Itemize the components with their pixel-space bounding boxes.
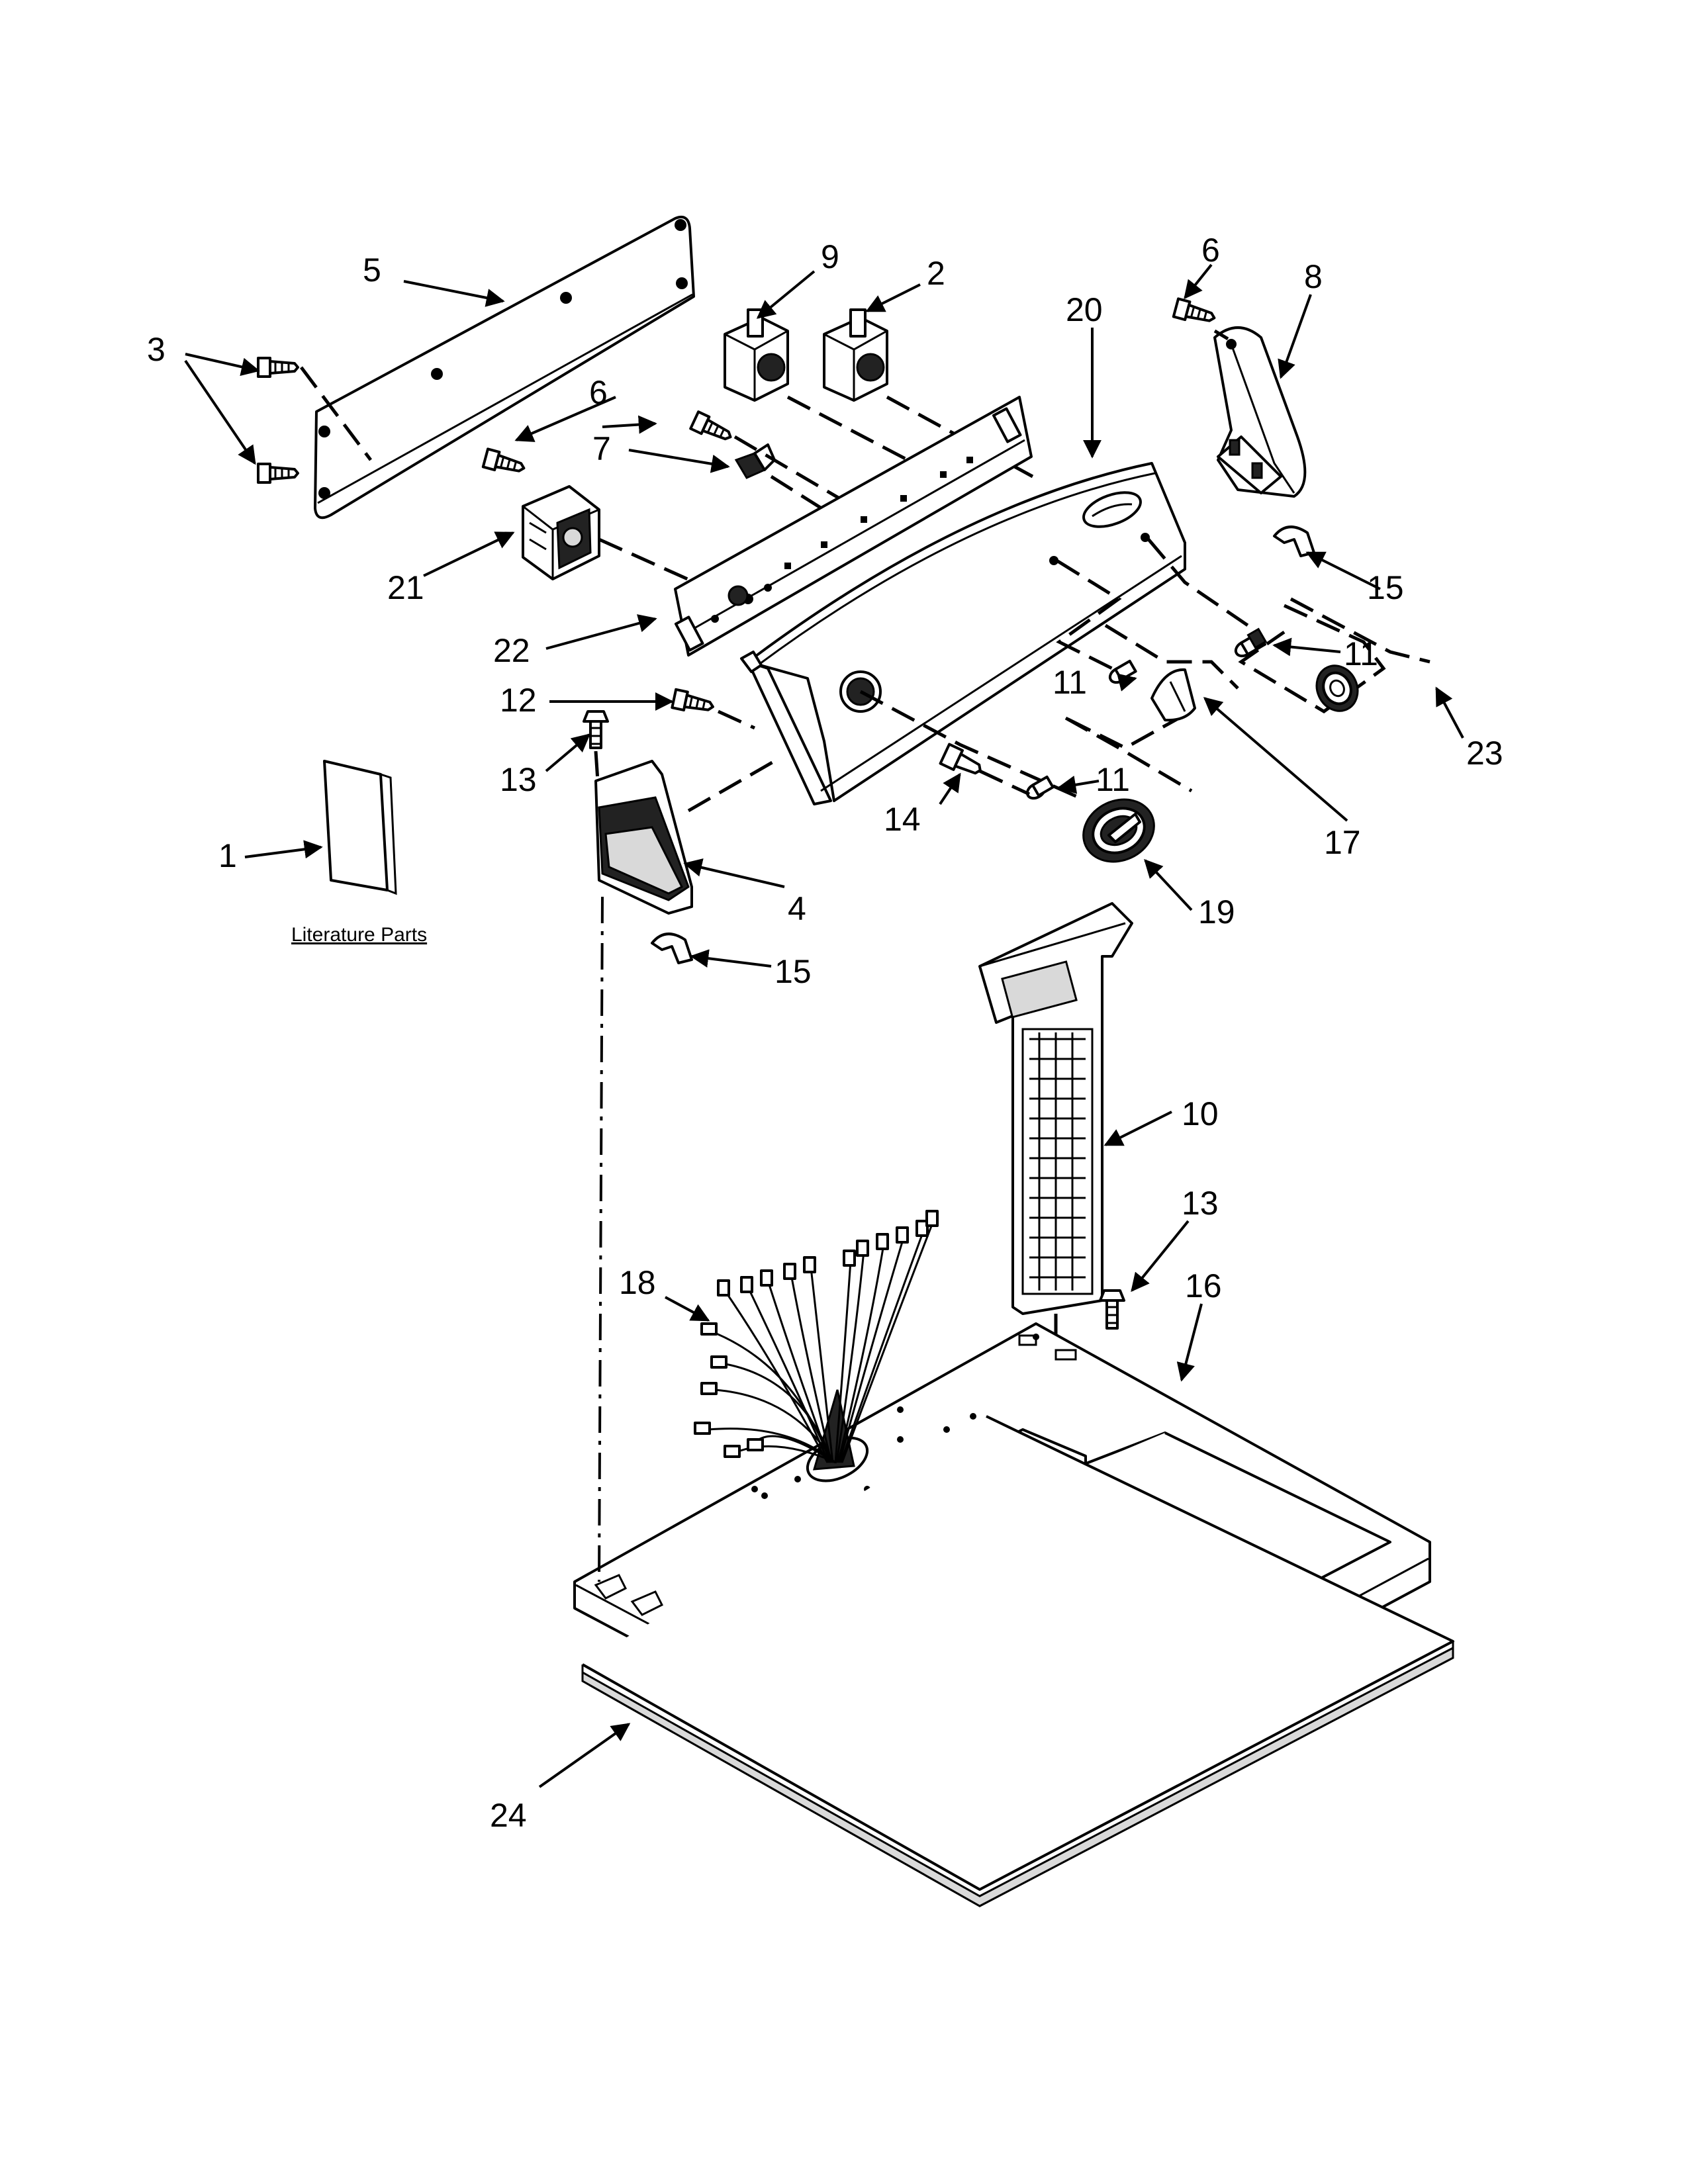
callout-labels: 5 3 9 2 6 7 20 6 8 21 15 22 11 11 12 23 … — [147, 232, 1503, 1834]
part-knob-23 — [1315, 664, 1359, 712]
callout-19: 19 — [1198, 893, 1235, 931]
part-knob-17 — [1150, 668, 1196, 722]
callout-15-right: 15 — [1367, 569, 1404, 606]
callout-20: 20 — [1066, 291, 1103, 328]
callout-11-low: 11 — [1096, 761, 1130, 798]
callout-23: 23 — [1466, 735, 1503, 772]
part-screw-6-right — [1172, 297, 1216, 322]
callout-13-low: 13 — [1182, 1185, 1219, 1222]
callout-5: 5 — [363, 251, 381, 289]
callout-6-top: 6 — [589, 374, 608, 411]
callout-21: 21 — [387, 569, 424, 606]
callout-9: 9 — [821, 238, 839, 275]
callout-16: 16 — [1185, 1267, 1222, 1304]
part-screw-13-top — [583, 710, 609, 749]
part-screw-13-bottom — [1099, 1289, 1125, 1330]
part-spring-11-b — [1234, 627, 1268, 658]
callout-17: 17 — [1324, 824, 1361, 861]
part-switch-2 — [823, 308, 888, 402]
callout-6-right: 6 — [1201, 232, 1220, 269]
callout-8: 8 — [1304, 258, 1323, 295]
part-knob-19 — [1082, 798, 1155, 863]
callout-3: 3 — [147, 331, 165, 368]
part-screws-3 — [257, 357, 299, 484]
literature-parts-label: Literature Parts — [291, 924, 427, 946]
part-end-cap-4 — [594, 760, 693, 915]
callout-22: 22 — [493, 632, 530, 669]
part-clip-15-left — [651, 933, 693, 964]
part-console-20 — [740, 462, 1186, 805]
part-screw-6-mid — [481, 447, 526, 473]
part-bracket-8 — [1213, 326, 1307, 498]
part-screw-12 — [671, 688, 714, 711]
part-switch-9 — [724, 308, 789, 402]
callout-11-right: 11 — [1344, 635, 1378, 672]
callout-13-top: 13 — [500, 761, 537, 798]
callout-2: 2 — [927, 255, 945, 292]
part-clip-15-right — [1273, 525, 1315, 557]
callout-12: 12 — [500, 682, 537, 719]
part-lint-screen-10 — [978, 902, 1133, 1315]
part-literature-1 — [323, 760, 397, 895]
part-wire-harness-18 — [694, 1210, 939, 1482]
callout-14: 14 — [884, 801, 921, 838]
part-rear-bracket — [314, 215, 695, 520]
callout-7: 7 — [592, 430, 611, 467]
part-control-board-22 — [674, 396, 1033, 657]
callout-18: 18 — [619, 1264, 656, 1301]
part-screw-14 — [939, 743, 982, 775]
callout-1: 1 — [218, 837, 237, 874]
callout-11-mid: 11 — [1053, 664, 1087, 701]
callout-24: 24 — [490, 1797, 527, 1834]
callout-4: 4 — [788, 890, 806, 927]
part-screw-6-left — [689, 410, 732, 441]
callout-15-left: 15 — [774, 953, 812, 990]
part-spring-11-a — [1108, 659, 1137, 684]
leader-lines — [184, 263, 1464, 1788]
part-spring-11-c — [1025, 775, 1055, 800]
part-gasket-24 — [581, 1415, 1454, 1907]
callout-10: 10 — [1182, 1095, 1219, 1132]
part-timer-21 — [522, 485, 600, 580]
